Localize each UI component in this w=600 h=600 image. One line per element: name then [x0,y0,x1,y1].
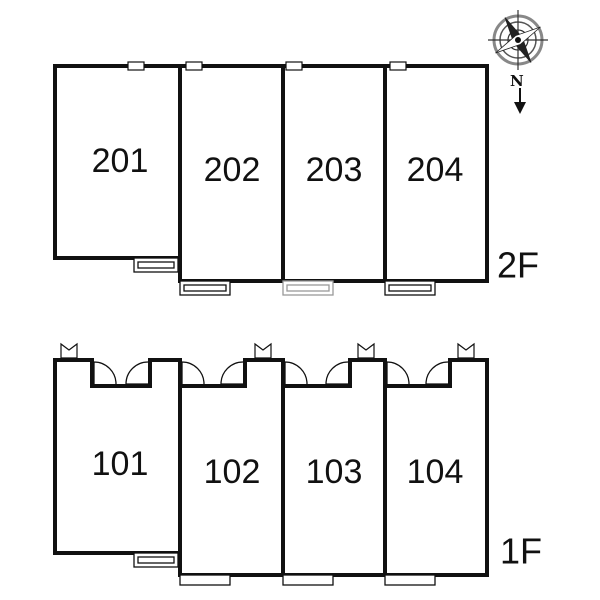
floor-1f-label: 1F [500,531,542,572]
room-102-label: 102 [204,453,261,491]
floor-2f-balconies [133,257,436,296]
north-label: N [510,72,524,90]
room-203-label: 203 [306,151,363,189]
room-104-label: 104 [407,453,464,491]
room-201-label: 201 [92,142,149,180]
room-204-label: 204 [407,151,464,189]
floor-1f-fixtures [60,342,475,359]
floor-1f: 101 102 103 104 1F [53,342,542,586]
room-101-label: 101 [92,445,149,483]
room-103-label: 103 [306,453,363,491]
floor-1f-balconies [133,552,436,586]
floor-1f-walls [53,358,489,577]
north-arrow-icon [514,88,526,114]
floor-2f-windows [127,61,407,71]
room-202-label: 202 [204,151,261,189]
floor-2f: 201 202 203 204 2F [53,61,539,296]
floor-2f-label: 2F [497,245,539,286]
compass-rose-icon [488,10,548,70]
floor-1f-doors [93,361,449,385]
